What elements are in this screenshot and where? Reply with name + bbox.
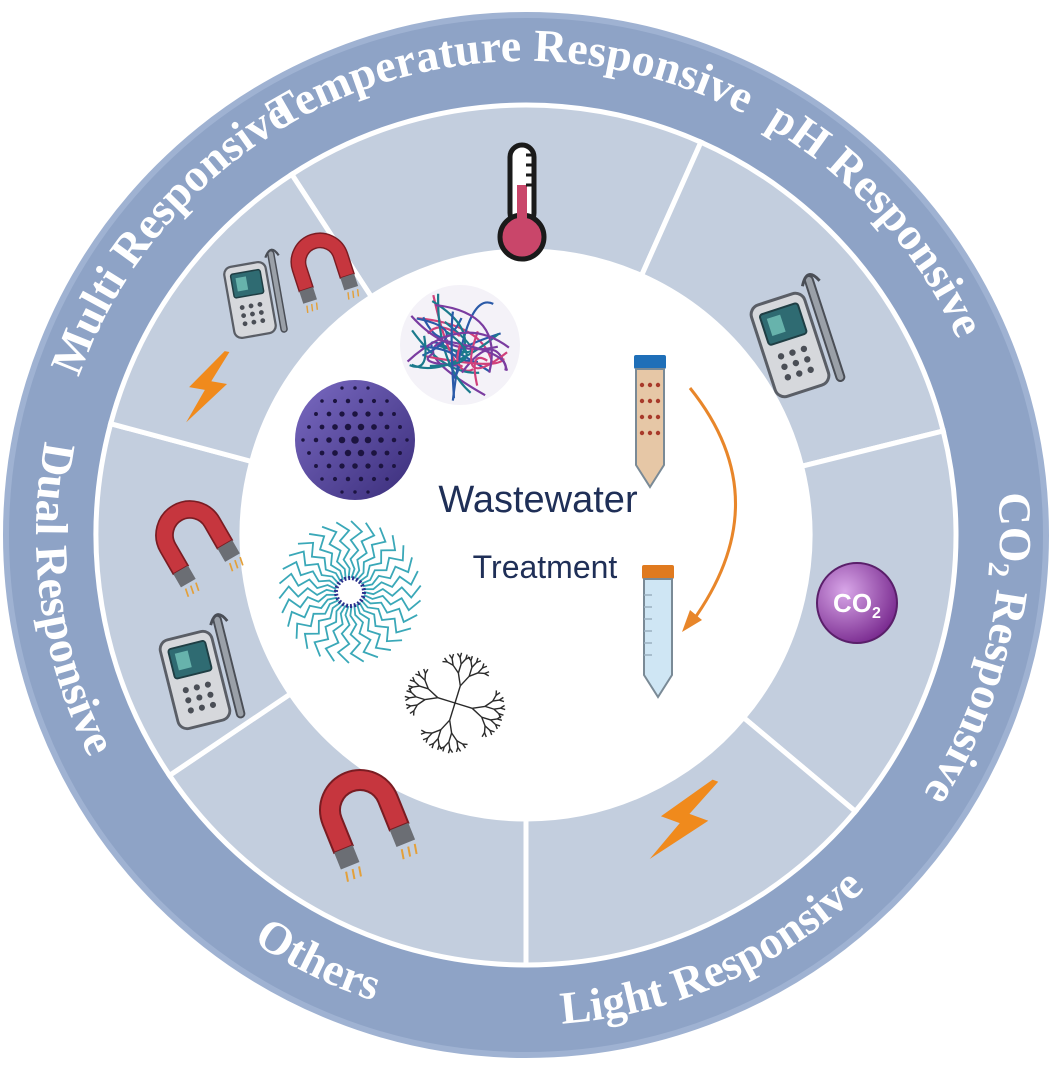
co2-bubble-label: CO2 (833, 588, 881, 622)
test-tube-dirty-icon (634, 355, 666, 489)
segment-icons: CO2 (155, 142, 898, 882)
outer-ring-highlight (3, 12, 1049, 1058)
thermometer-icon (497, 142, 547, 262)
magnet-icon (155, 500, 244, 598)
arrow-icon (682, 387, 737, 632)
lightning-icon (649, 779, 719, 859)
segment-ring (93, 102, 959, 968)
test-tube-clean-icon (642, 565, 674, 699)
center-title-line2: Treatment (473, 549, 618, 585)
segment-5 (166, 690, 529, 968)
ph-meter-icon (223, 248, 288, 340)
magnet-icon (319, 769, 418, 882)
magnet-icon (290, 232, 360, 313)
center-content: Wastewater Treatment (278, 285, 737, 754)
lightning-icon (186, 351, 230, 423)
co2-bubble-icon: CO2 (816, 562, 898, 644)
porous-sphere-icon (295, 380, 415, 500)
ph-meter-icon (749, 273, 846, 399)
ph-meter-icon (158, 613, 246, 731)
polymer-network-icon (400, 285, 520, 405)
center-title-line1: Wastewater (438, 479, 638, 521)
center-disc (248, 257, 804, 813)
micelle-icon (278, 520, 422, 664)
dendrimer-icon (404, 652, 506, 754)
